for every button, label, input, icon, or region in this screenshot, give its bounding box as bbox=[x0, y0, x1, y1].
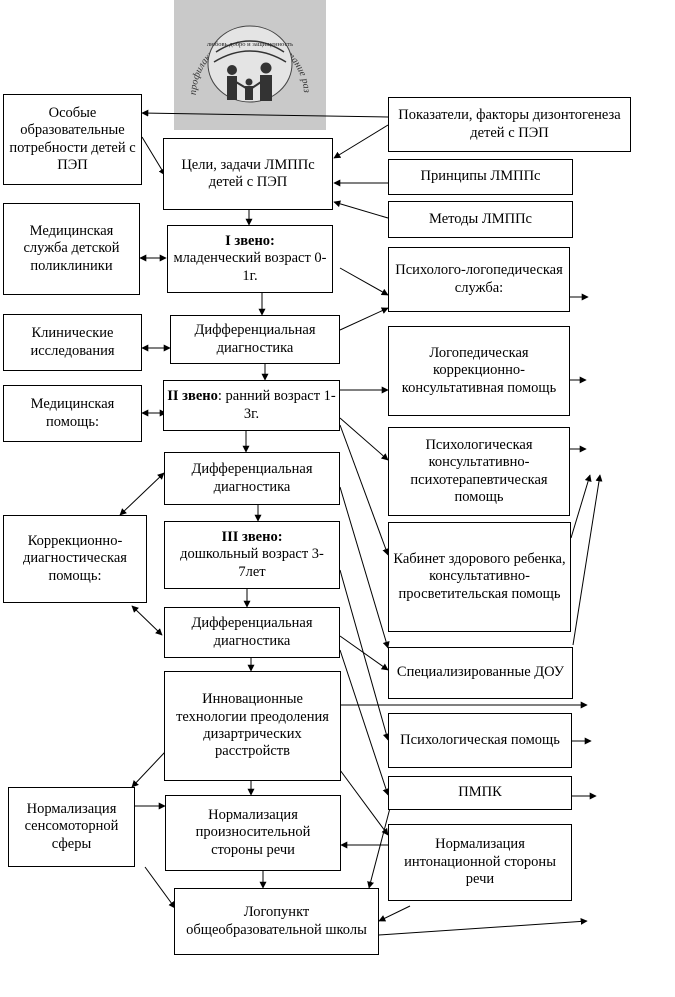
level2-box: II звено: ранний возраст 1-3г. bbox=[163, 380, 340, 431]
pmpk-box: ПМПК bbox=[388, 776, 572, 810]
medical-help-box: Медицинская помощь: bbox=[3, 385, 142, 442]
psych-consult-box: Психологическая консультативно-психотера… bbox=[388, 427, 570, 516]
principles-box: Принципы ЛМППс bbox=[388, 159, 573, 195]
level3-text: дошкольный возраст 3-7лет bbox=[180, 546, 324, 580]
special-dou-box: Специализированные ДОУ bbox=[388, 647, 573, 699]
medical-service-box: Медицинская служба детской поликлиники bbox=[3, 203, 140, 295]
special-needs-box: Особые образовательные потребности детей… bbox=[3, 94, 142, 185]
logopunkt-box: Логопункт общеобразовательной школы bbox=[174, 888, 379, 955]
level2-title: II звено bbox=[167, 388, 218, 405]
psych-logoped-box: Психолого-логопедическая служба: bbox=[388, 247, 570, 312]
pronunciation-box: Нормализация произносительной стороны ре… bbox=[165, 795, 341, 871]
indicators-box: Показатели, факторы дизонтогенеза детей … bbox=[388, 97, 631, 152]
level3-box: III звено:дошкольный возраст 3-7лет bbox=[164, 521, 340, 589]
correction-box: Коррекционно-диагностическая помощь: bbox=[3, 515, 147, 603]
methods-box: Методы ЛМППс bbox=[388, 201, 573, 238]
logo-emblem: профилактика лечение воспитание развитие… bbox=[174, 0, 326, 130]
psych-help-box: Психологическая помощь bbox=[388, 713, 572, 768]
level1-title: I звено: bbox=[225, 232, 275, 249]
level2-text: : ранний возраст 1-3г. bbox=[217, 388, 336, 422]
logo-inner-text: любовь добро и защищенность bbox=[207, 41, 293, 48]
level1-text: младенческий возраст 0-1г. bbox=[173, 250, 327, 284]
sensomotor-box: Нормализация сенсомоторной сферы bbox=[8, 787, 135, 867]
goals-box: Цели, задачи ЛМППс детей с ПЭП bbox=[163, 138, 333, 210]
clinical-box: Клинические исследования bbox=[3, 314, 142, 371]
intonation-box: Нормализация интонационной стороны речи bbox=[388, 824, 572, 901]
logoped-help-box: Логопедическая коррекционно-консультатив… bbox=[388, 326, 570, 416]
innovations-box: Инновационные технологии преодоления диз… bbox=[164, 671, 341, 781]
diff1-box: Дифференциальная диагностика bbox=[170, 315, 340, 364]
healthy-child-box: Кабинет здорового ребенка, консультативн… bbox=[388, 522, 571, 632]
level3-title: III звено: bbox=[221, 528, 283, 545]
level1-box: I звено:младенческий возраст 0-1г. bbox=[167, 225, 333, 293]
diff3-box: Дифференциальная диагностика bbox=[164, 607, 340, 658]
diff2-box: Дифференциальная диагностика bbox=[164, 452, 340, 505]
